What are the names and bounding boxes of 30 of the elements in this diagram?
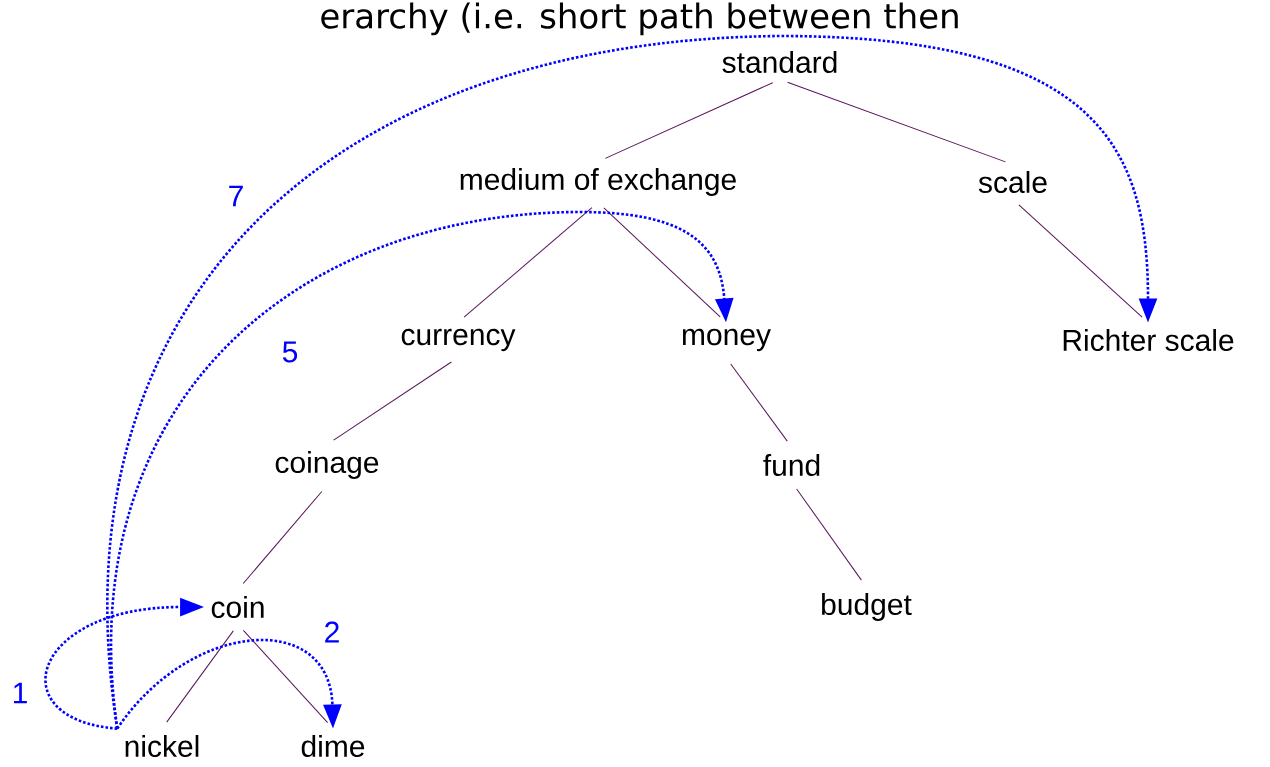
term-label: dime [301,735,365,757]
term-label: coinage [275,451,379,479]
edge-label: 7 [225,183,247,209]
tree-line [796,488,862,581]
term-label: medium of exchange [460,168,736,196]
term-label: fund [763,454,820,476]
term-label: nickel [125,735,199,757]
tree-line [604,82,774,159]
term-label: currency [401,328,516,352]
term-label: Richter scale [1063,329,1234,351]
dotted-arrow [116,639,342,730]
tree-line [1018,204,1143,318]
tree-line [333,361,452,441]
tree-line [730,363,788,442]
heading-text: erarchy (i.e. short path between then [321,2,958,36]
tree-line [603,207,721,318]
edge-label: 2 [321,619,343,645]
term-label: budget [822,593,912,621]
tree-line [242,490,323,584]
dotted-arrow [106,34,1158,729]
term-label: scale [978,171,1047,193]
term-label: coin [211,596,264,618]
tree-line [463,207,593,318]
term-label: money [682,328,771,352]
tree-line [166,630,234,723]
term-label: standard [722,51,837,73]
tree-line [242,629,329,724]
tree-line [787,81,1006,163]
edge-label: 5 [279,339,301,365]
edge-label: 1 [9,680,31,706]
